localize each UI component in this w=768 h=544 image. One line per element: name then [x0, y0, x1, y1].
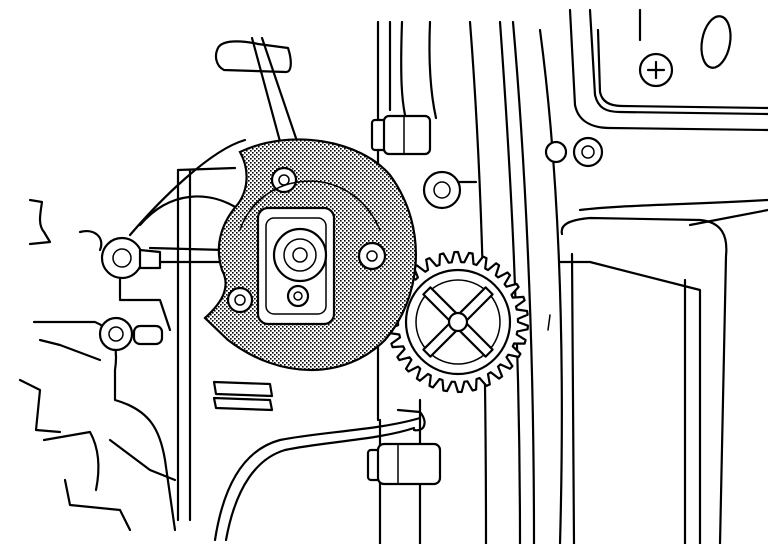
cable-bottom [213, 408, 426, 542]
motor-housing [203, 138, 417, 372]
regulator-rail [128, 138, 247, 522]
roller-stud [98, 316, 164, 352]
gear-icon [387, 250, 529, 394]
screw-icon [638, 52, 674, 88]
gear-inner-rim [415, 279, 501, 365]
bolt-icon [370, 114, 432, 156]
left-bracket [18, 198, 177, 532]
connector-clip [212, 380, 274, 412]
bolt-icon [366, 442, 442, 486]
gear-hub [447, 311, 469, 333]
bolt-icon [422, 170, 478, 210]
frame-clip [544, 136, 604, 168]
window-opening [596, 15, 768, 110]
access-hole [547, 216, 728, 544]
roller-stud [100, 236, 162, 280]
